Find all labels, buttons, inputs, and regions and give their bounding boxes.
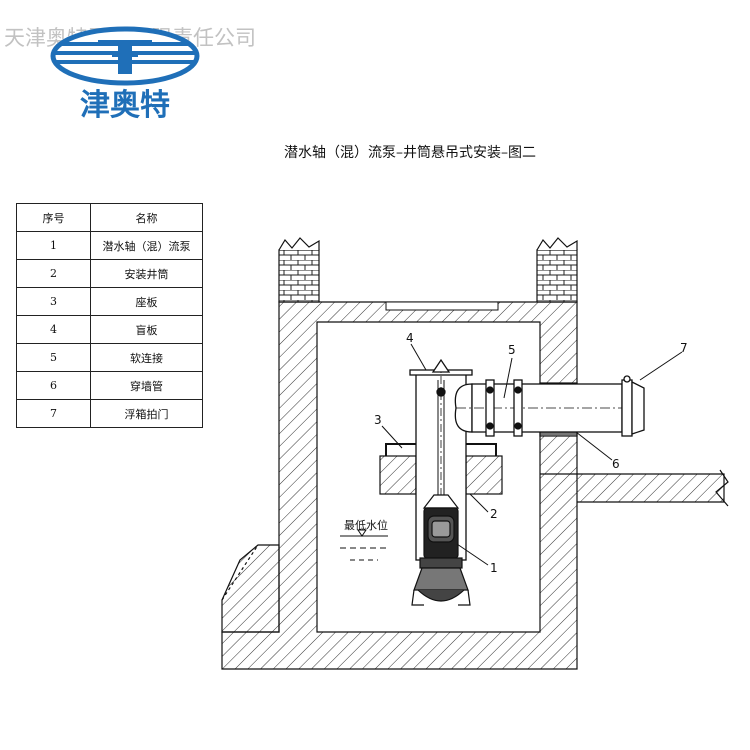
- brick-parapet-right: [536, 249, 578, 303]
- left-slope: [221, 544, 280, 633]
- header-name: 名称: [90, 203, 203, 232]
- leader-lines: [381, 343, 683, 566]
- row-no: 7: [16, 399, 91, 428]
- row-name: 潜水轴（混）流泵: [90, 231, 203, 260]
- row-name: 安装井筒: [90, 259, 203, 288]
- row-name: 浮箱拍门: [90, 399, 203, 428]
- concrete-walls: [221, 301, 578, 670]
- row-name: 座板: [90, 287, 203, 316]
- row-name: 穿墙管: [90, 371, 203, 400]
- flap-valve: [621, 379, 633, 437]
- row-no: 2: [16, 259, 91, 288]
- row-no: 4: [16, 315, 91, 344]
- table-header-row: 序号 名称: [16, 203, 203, 232]
- submersible-pump: [411, 494, 471, 606]
- callout-1: 1: [490, 561, 498, 575]
- cover-plate: [385, 301, 499, 311]
- water-level-label: 最低水位: [344, 518, 388, 532]
- callout-2: 2: [490, 507, 498, 521]
- row-no: 5: [16, 343, 91, 372]
- brick-parapet-left: [278, 249, 320, 303]
- callout-4: 4: [406, 331, 414, 345]
- row-name: 软连接: [90, 343, 203, 372]
- drawing-title: 潜水轴（混）流泵–井筒悬吊式安装–图二: [284, 145, 536, 161]
- callout-5: 5: [508, 343, 516, 357]
- callout-7: 7: [680, 341, 688, 355]
- logo-text: 津奥特: [80, 88, 170, 122]
- outlet-channel: [577, 473, 725, 503]
- header-no: 序号: [16, 203, 91, 232]
- callout-3: 3: [374, 413, 382, 427]
- callout-6: 6: [612, 457, 620, 471]
- support-beams: [379, 443, 503, 495]
- flexible-joint: [485, 379, 495, 437]
- pump-pit-structure: [221, 237, 729, 670]
- discharge-pipe: [454, 375, 645, 437]
- row-no: 6: [16, 371, 91, 400]
- water-level: [340, 529, 388, 561]
- company-logo: 津奥特: [50, 26, 200, 122]
